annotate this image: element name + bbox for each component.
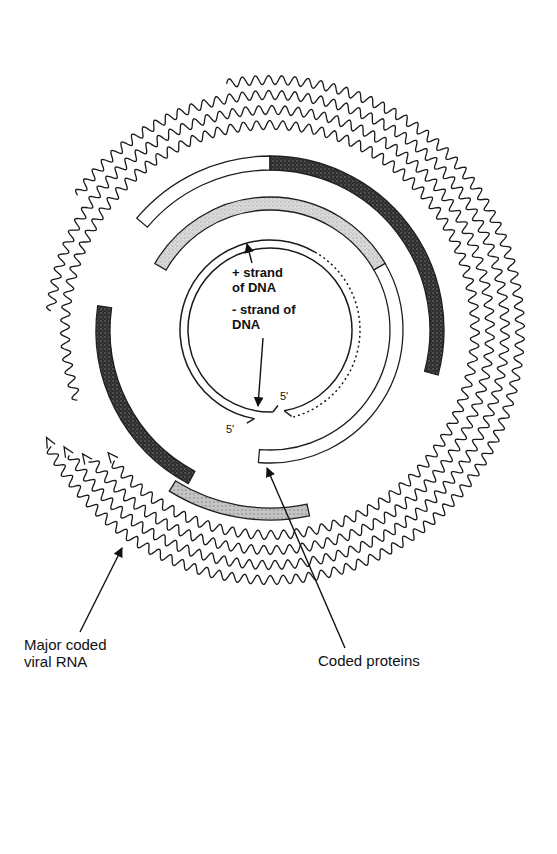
leader-line <box>267 468 345 648</box>
end-label: 5' <box>280 390 288 403</box>
rna-label: Major coded viral RNA <box>24 636 128 671</box>
rna-waves <box>47 76 525 585</box>
minus-strand <box>188 248 352 412</box>
strand-label: - strand of DNA <box>232 303 296 333</box>
strand-end <box>273 406 278 412</box>
protein-label: Coded proteins <box>318 652 420 669</box>
rna-arrowhead <box>83 454 93 465</box>
rna-arrowhead <box>47 438 56 449</box>
rna-wave <box>47 106 495 555</box>
strand-end <box>284 411 291 417</box>
rna-wave <box>47 76 524 585</box>
end-label: 5' <box>226 423 234 436</box>
protein-band <box>155 197 385 270</box>
protein-bands <box>96 156 444 520</box>
strand-label: + strand of DNA <box>232 266 296 296</box>
strand-end <box>247 419 255 424</box>
dna-strands <box>180 240 360 423</box>
leader-line <box>247 244 252 263</box>
protein-band <box>258 264 403 463</box>
leader-line <box>80 548 122 632</box>
protein-band <box>169 481 309 520</box>
rna-wave <box>68 91 509 570</box>
leader-lines <box>80 244 345 648</box>
protein-band <box>137 156 270 227</box>
leader-line <box>258 338 263 406</box>
rna-arrowhead <box>108 453 118 464</box>
plus-strand-gap <box>293 252 360 417</box>
plus-strand <box>180 240 315 419</box>
rna-arrowhead <box>64 447 73 458</box>
protein-band <box>270 156 444 375</box>
